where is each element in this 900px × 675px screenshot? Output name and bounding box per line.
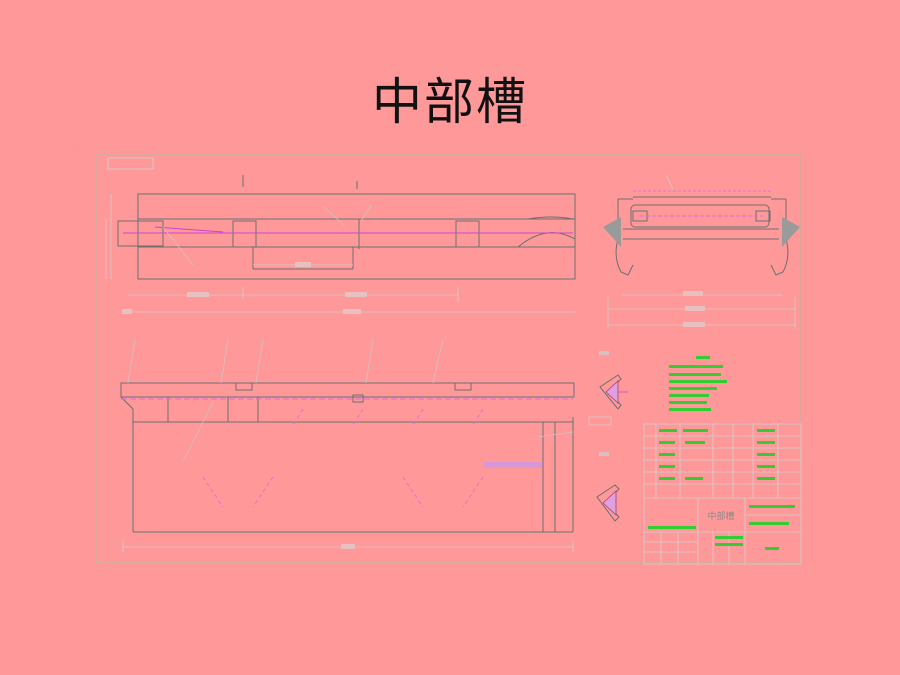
sheet-border: [73, 147, 806, 572]
engineering-drawing: 中部槽: [73, 147, 806, 572]
slide-title: 中部槽: [372, 73, 528, 131]
section-detail-upper: [588, 351, 628, 426]
parts-list: 中部槽: [643, 423, 802, 565]
section-detail-lower: [596, 452, 620, 522]
side-view: [603, 174, 800, 329]
title-block-part-name: 中部槽: [707, 510, 734, 522]
front-view: [105, 175, 576, 314]
technical-notes: [669, 356, 727, 411]
lower-elevation-view: [120, 338, 575, 552]
sheet-label-box: [107, 157, 154, 170]
